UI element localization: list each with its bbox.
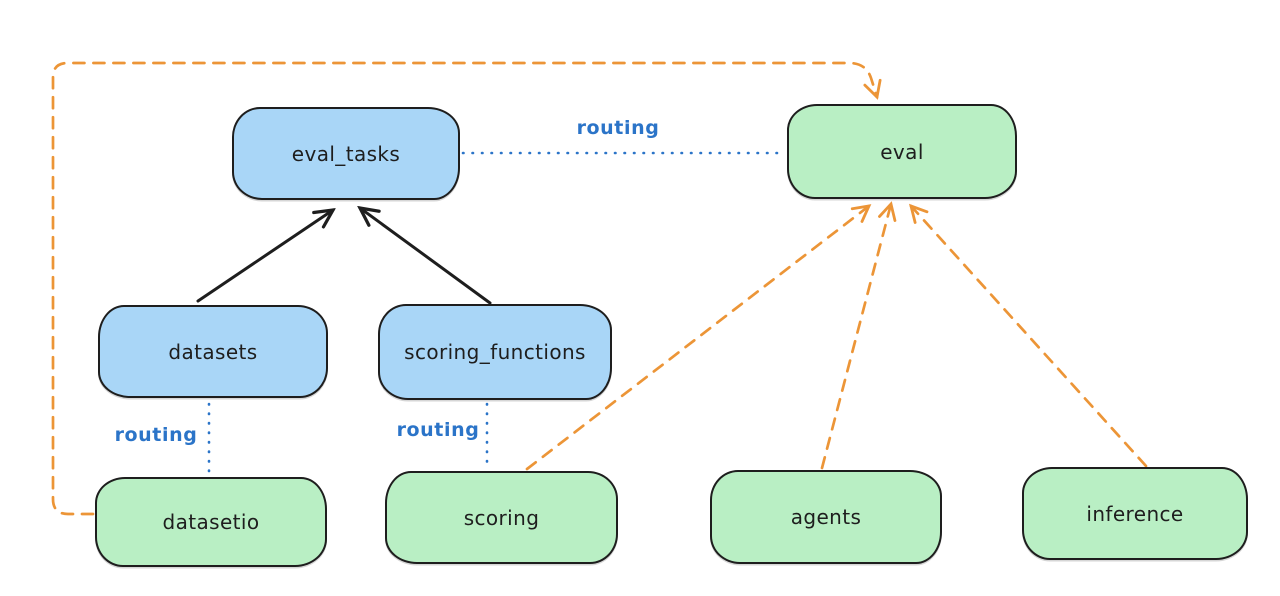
node-label: scoring_functions (404, 340, 586, 364)
node-eval-tasks: eval_tasks (232, 107, 460, 200)
node-label: eval (880, 139, 924, 164)
edge-scoring-functions-to-eval-tasks (360, 208, 492, 305)
edge-label-routing-top: routing (576, 117, 660, 139)
edge-datasets-to-eval-tasks (196, 210, 333, 303)
node-eval: eval (787, 104, 1017, 199)
node-label: datasets (168, 339, 258, 364)
node-label: agents (790, 505, 862, 529)
node-label: inference (1086, 501, 1184, 526)
node-scoring: scoring (385, 471, 618, 564)
node-label: eval_tasks (291, 141, 401, 166)
node-datasetio: datasetio (95, 477, 327, 567)
node-label: datasetio (162, 510, 260, 534)
node-datasets: datasets (98, 305, 328, 398)
edge-label-routing-scoring: routing (396, 419, 480, 441)
edge-datasetio-to-eval (51, 61, 882, 516)
node-label: scoring (463, 505, 540, 530)
node-inference: inference (1022, 467, 1248, 560)
edge-label-routing-datasets: routing (114, 424, 198, 446)
node-agents: agents (710, 470, 942, 564)
edge-inference-to-eval (909, 203, 1148, 468)
edge-scoring-to-eval (525, 204, 872, 471)
edge-agents-to-eval (820, 201, 897, 470)
node-scoring-functions: scoring_functions (378, 304, 612, 400)
